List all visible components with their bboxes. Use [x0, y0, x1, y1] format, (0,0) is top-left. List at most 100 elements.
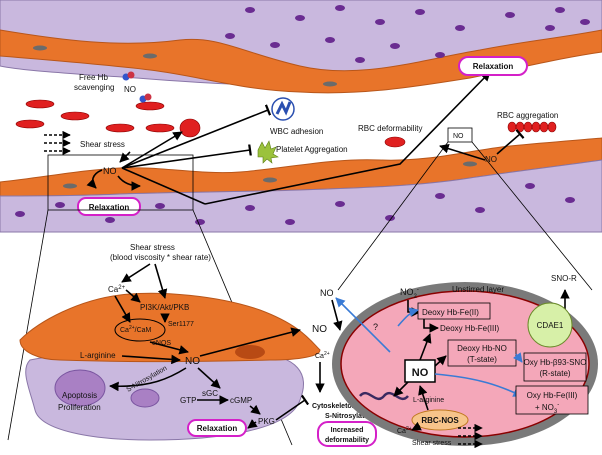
no-to-snitro-arrow: [109, 367, 187, 392]
relaxation-label-left: Relaxation: [89, 203, 130, 212]
no-center-label: NO: [103, 166, 117, 176]
relaxation-label-top: Relaxation: [473, 62, 514, 71]
platelet-icon: [257, 140, 279, 164]
ser1177-label: Ser1177: [168, 321, 194, 328]
free-hb-scavenging-label-2: scavenging: [74, 83, 114, 92]
shear-stress-arrows-top: [44, 130, 71, 156]
enos-label: eNOS: [152, 340, 171, 347]
ca-to-cam-arrow: [114, 295, 131, 323]
endothelium-top: [0, 29, 602, 94]
l-arginine-rbc-label: L-arginine: [413, 397, 444, 404]
relaxation-pill-top: [458, 56, 528, 76]
increased-label-1: Increased: [331, 427, 364, 434]
free-red-blood-cells: [15, 99, 406, 148]
unstirred-layer-label: Unstirred layer: [452, 285, 504, 294]
apoptosis-label: Apoptosis: [62, 391, 97, 400]
cdae1-label: CDAE1: [537, 321, 564, 330]
smooth-muscle-nuclei-top: [225, 5, 590, 63]
free-hb-scavenging-label-1: Free Hb: [79, 73, 108, 82]
ca-small-label: Ca2+: [315, 351, 330, 360]
deoxy-fe2-label: Deoxy Hb-Fe(II): [422, 308, 479, 317]
rbc-deformability-label: RBC deformability: [358, 124, 422, 133]
no-cell-label: NO: [185, 356, 200, 367]
shear-stress-arrows-rbc: [458, 423, 483, 449]
oxy-sno-label-2: (R-state): [539, 369, 570, 378]
pkg-to-relaxation-arrow: [247, 418, 258, 429]
cdae1-circle: [527, 302, 573, 348]
ca-label: Ca2+: [108, 285, 126, 294]
oxy-sno-box: [523, 352, 587, 382]
rbc-aggregation-label: RBC aggregation: [497, 111, 558, 120]
cytoskeleton-label-2: S-Nitrosylation: [325, 413, 375, 420]
enos-to-no-arrow: [149, 341, 189, 355]
l-arginine-cell-label: L-arginine: [80, 351, 116, 360]
cgmp-to-pkg-arrow: [249, 404, 261, 415]
oxy-fe3-label-2: + NO3-: [535, 402, 559, 415]
free-hemoglobin-molecules: [122, 71, 152, 103]
deoxy-no-box: [447, 339, 517, 367]
endothelial-nucleus-detail: [235, 345, 265, 359]
endothelial-nuclei-bottom: [63, 161, 477, 189]
shear-stress-rbc-label: Shear stress: [412, 440, 452, 447]
shear-stress-cell-label-1: Shear stress: [130, 243, 175, 252]
oxy-fe3-label-1: Oxy Hb-Fe(III): [527, 391, 578, 400]
smooth-muscle-layer-bottom: [0, 159, 602, 233]
rbc-nos-to-no-arrow: [418, 385, 429, 411]
larginine-to-no-arrow: [121, 354, 181, 365]
rbc-nos-label: RBC-NOS: [421, 416, 459, 425]
no-to-aggregation-arrow: [496, 129, 525, 155]
endothelium-zoom-box: [47, 154, 194, 211]
no-to-deformability-arrow: [439, 143, 486, 161]
pi3k-label: PI3K/Akt/PKB: [140, 303, 189, 312]
ca-cam-enos-oval: [114, 318, 166, 342]
no-to-deoxy-no-arrow: [434, 355, 447, 367]
no-big-label: NO: [412, 367, 429, 379]
question-mark-label: ?: [373, 322, 378, 332]
proliferation-label: Proliferation: [58, 403, 101, 412]
no-to-outside-blue-arrow: [335, 297, 391, 353]
sno-r-label: SNO-R: [551, 274, 577, 283]
no-to-fe2-blue-arrow: [397, 307, 419, 327]
no-big-to-fe3-arrow: [419, 333, 432, 361]
no-mid-label: NO: [312, 324, 327, 335]
no-to-sgc-arrow: [197, 367, 221, 389]
apoptosis-cell-2: [130, 388, 160, 408]
relaxation-pill-cell: [187, 419, 247, 437]
no-right-label: NO: [485, 155, 497, 164]
ca-to-rbc-nos-arrow: [411, 421, 422, 431]
apoptosis-cell-1: [54, 369, 106, 407]
relaxation-pill-left: [77, 197, 141, 216]
cytoskeleton-squiggle: [359, 391, 409, 401]
shear-to-no-arrow: [119, 151, 131, 163]
deoxy-fe3-label: Deoxy Hb-Fe(III): [440, 324, 499, 333]
shear-stress-cell-label-2: (blood viscosity * shear rate): [110, 253, 211, 262]
pkg-to-ca-arrow: [275, 394, 310, 421]
ca-to-pi3k-arrow: [125, 289, 141, 303]
platelet-aggregation-label: Platelet Aggregation: [276, 145, 348, 154]
smooth-muscle-nuclei-bottom: [15, 183, 575, 225]
no-to-cytoskeleton-arrow: [393, 381, 409, 397]
rbc-zoom-box: [447, 127, 473, 143]
relaxation-label-cell: Relaxation: [197, 424, 238, 433]
oxy-fe3-box: [515, 385, 589, 415]
no-center-arrows: [86, 71, 491, 205]
rbc-aggregation-stack: [507, 121, 557, 133]
cytoskeleton-label-1: Cytoskeleton proteins: [312, 403, 386, 410]
no-top-middle-label: NO: [320, 288, 334, 298]
bottom-vessel-wall: [0, 137, 602, 233]
no-to-lumen-arrow: [199, 327, 301, 357]
oxy-sno-label-1: Oxy Hb-β93-SNO: [524, 358, 587, 367]
deoxy-no-to-oxy-sno-arrow: [512, 352, 523, 363]
fe2-to-fe3-arrow: [423, 319, 439, 333]
sgc-label: sGC: [202, 389, 218, 398]
no-label-free-hb: NO: [124, 85, 136, 94]
wbc-adhesion-label: WBC adhesion: [270, 127, 323, 136]
pkg-label: PKG: [258, 417, 275, 426]
top-vessel-wall: [0, 0, 602, 94]
cgmp-label: cGMP: [230, 396, 252, 405]
no-to-oxy-fe3-blue-arrow: [434, 373, 523, 397]
shear-to-pi3k-arrow: [154, 263, 168, 299]
increased-deformability-pill: [317, 421, 377, 447]
no-small-cell-label: NO: [453, 133, 464, 140]
